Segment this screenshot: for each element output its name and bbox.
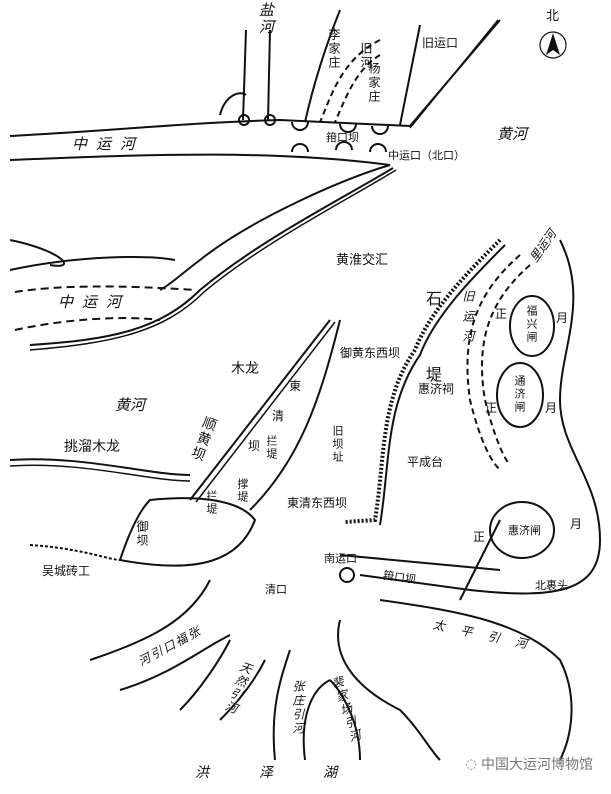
shi-di [344, 238, 502, 524]
label-ping-cheng-tai: 平成台 [407, 455, 444, 469]
label-xiang-kou-ba-top: 箝口坝 [326, 131, 359, 144]
label-bei-li-tou: 北裹头 [535, 579, 568, 592]
tiao-liu-mu-long [9, 458, 191, 476]
yan-he-arc [219, 92, 247, 116]
label-shi: 石堤 [423, 290, 442, 442]
zhong-yun-he-bank-north [9, 19, 501, 137]
label-mu-long: 木龙 [231, 361, 259, 377]
nan-yun-kou-mark [339, 567, 355, 583]
label-yue-3: 月 [570, 517, 583, 531]
label-huang-he-w: 黄河 [115, 396, 146, 414]
wedge-north [159, 164, 391, 291]
label-qing: 清 [272, 409, 285, 423]
label-zheng-1: 正 [495, 307, 508, 321]
compass-needle-icon [546, 33, 560, 55]
watermark: ◌ 中国大运河博物馆 [466, 754, 593, 774]
label-yang-jia-zhuang: 杨家庄 [367, 62, 381, 104]
jiu-he-dash-1 [319, 39, 381, 123]
label-nan-yun-kou: 南运口 [324, 552, 357, 565]
label-ba: 坝 [248, 439, 261, 453]
label-zhong-yun-kou: 中运口（北口） [388, 149, 465, 162]
label-qing-kou: 清口 [265, 583, 287, 596]
label-yu-ba: 御坝 [135, 520, 149, 548]
jiu-yun-kou-line [399, 24, 421, 126]
shun-huang-ba [189, 319, 331, 501]
label-huang-huai-jiao-hui: 黄淮交汇 [336, 253, 389, 268]
label-fu-xing-zha: 福兴闸 [525, 305, 538, 344]
compass-circle [539, 31, 567, 59]
label-shu: 東 [289, 379, 302, 393]
label-lan-di-inner: 拦堤 [265, 435, 278, 461]
label-yue-2: 月 [545, 401, 558, 415]
label-wu-cheng-zhuan-gong: 吴城砖工 [42, 564, 91, 578]
label-cheng-di: 撑堤 [236, 478, 249, 504]
label-jiu-yun-kou: 旧运口 [422, 36, 459, 50]
label-yue-1: 月 [556, 311, 569, 325]
yan-he-west [242, 29, 247, 121]
label-jiu-ba-zhi: 旧坝址 [331, 425, 344, 464]
label-huang-he-ne: 黄河 [497, 125, 528, 143]
yu-ba [118, 497, 257, 567]
wedge-south [29, 167, 394, 346]
jiu-he-dash-2 [334, 54, 381, 123]
label-jiu-he: 旧河 [359, 42, 373, 70]
wechat-icon: ◌ [465, 756, 477, 772]
label-shu-qing-dong-xi-ba: 東清东西坝 [287, 496, 348, 510]
label-li-jia-zhuang: 李家庄 [327, 28, 341, 70]
label-lan-di: 拦堤 [205, 490, 218, 516]
label-hui-ji-zha: 惠济闸 [508, 524, 541, 537]
label-hui-ji-ci: 惠济祠 [418, 382, 455, 396]
fu-xing-zha-island [509, 295, 555, 357]
label-zhong-yun-he-top: 中运河 [72, 135, 145, 153]
huang-he-bank-ne [409, 19, 499, 129]
label-tong-ji-zha: 通济闸 [513, 375, 526, 414]
label-zhong-yun-he-mid: 中运河 [58, 293, 131, 311]
zhong-yun-he-bank-south [9, 153, 391, 166]
label-zhang-zhuang-yin-he: 张庄引河 [291, 680, 305, 736]
label-tiao-liu-mu-long: 挑溜木龙 [64, 439, 120, 455]
label-jiu-yun-he: 旧运河 [461, 290, 475, 350]
li-jia-zhuang-line [304, 9, 341, 123]
yan-he-east [267, 29, 271, 121]
label-yu-huang-dong-xi-ba: 御黄东西坝 [340, 346, 401, 360]
label-hong-ze-hu: 洪 泽 湖 [195, 765, 355, 781]
label-yan-he: 盐河 [257, 2, 275, 36]
compass-label: 北 [546, 9, 560, 24]
watermark-text: 中国大运河博物馆 [481, 757, 593, 773]
tong-ji-zha-island [496, 362, 544, 428]
label-zheng-3: 正 [473, 530, 486, 544]
hui-ji-zha-island [489, 501, 555, 559]
label-zheng-2: 正 [485, 401, 498, 415]
